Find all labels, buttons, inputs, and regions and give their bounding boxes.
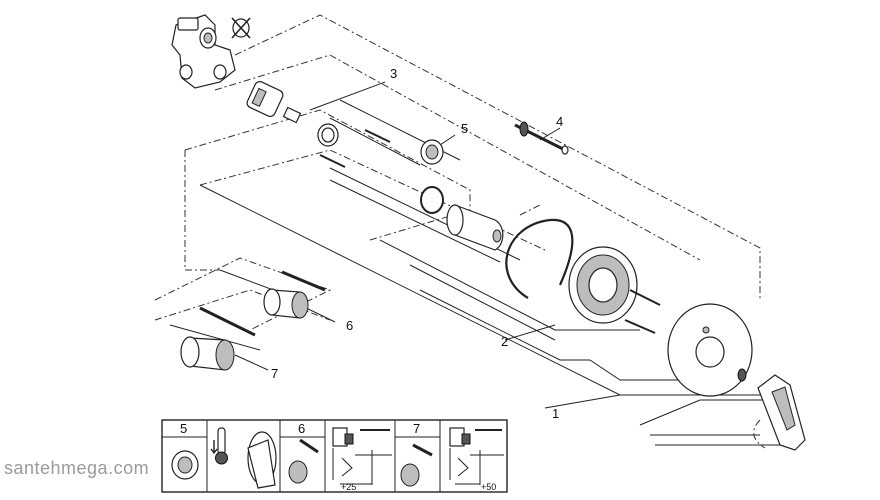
callout-1: 1 xyxy=(552,406,559,421)
lever-handle xyxy=(737,368,806,451)
part-3-cartridge xyxy=(246,81,391,168)
legend-install-depth-50: +50 xyxy=(449,427,504,492)
part-6-cartridge xyxy=(263,270,326,319)
callout-3: 3 xyxy=(390,66,397,81)
callout-6: 6 xyxy=(346,318,353,333)
callout-labels: 1 2 3 4 5 6 7 xyxy=(271,66,563,421)
watermark: santehmega.com xyxy=(4,458,150,478)
cover-plate xyxy=(667,303,753,397)
mounting-plate xyxy=(568,246,661,334)
part-7-cartridge xyxy=(180,306,256,371)
part-4-spindle xyxy=(514,121,569,155)
variant-legend: 5 6 7 +25 xyxy=(161,419,508,493)
legend-part-7-icon xyxy=(400,443,433,487)
legend-cell-6: 6 xyxy=(298,421,305,436)
valve-body xyxy=(171,14,236,89)
legend-cell-7: 7 xyxy=(413,421,420,436)
legend-part-6-icon xyxy=(288,438,319,484)
no-use-symbol-icon xyxy=(231,17,251,39)
dim-plus-50: +50 xyxy=(481,482,496,492)
callout-2: 2 xyxy=(501,334,508,349)
sleeve xyxy=(446,204,504,251)
assembly-guide-lines xyxy=(154,14,761,331)
callout-4: 4 xyxy=(556,114,563,129)
part-5-cap xyxy=(420,139,444,165)
legend-handle-icon xyxy=(247,431,277,489)
o-ring xyxy=(420,186,444,214)
legend-cell-5: 5 xyxy=(180,421,187,436)
part-2-snap-ring xyxy=(505,218,574,299)
dim-plus-25: +25 xyxy=(341,482,356,492)
callout-7: 7 xyxy=(271,366,278,381)
callout-5: 5 xyxy=(461,121,468,136)
legend-install-depth-25: +25 xyxy=(332,427,392,492)
thermometer-icon xyxy=(210,427,228,465)
